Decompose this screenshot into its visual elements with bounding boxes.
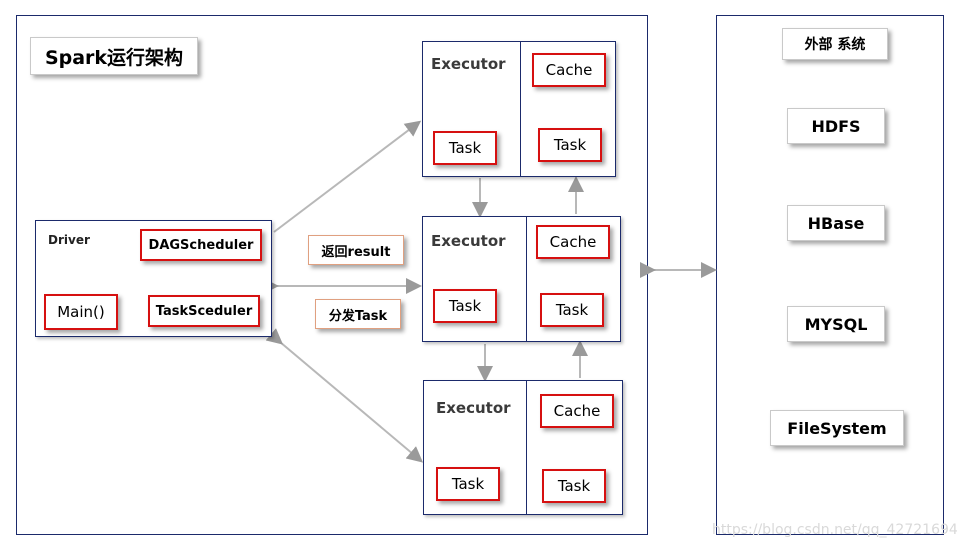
executor-task: Task	[542, 469, 606, 503]
diagram-title: Spark运行架构	[30, 37, 198, 75]
hbase-box: HBase	[787, 205, 885, 241]
arrow-driver-executor-top	[273, 120, 422, 233]
executor-task: Task	[540, 293, 604, 327]
filesystem-box: FileSystem	[770, 410, 904, 446]
executor-cache: Cache	[536, 225, 610, 259]
executor-label: Executor	[436, 399, 511, 417]
external-system-title: 外部 系统	[782, 28, 888, 60]
executor-divider	[520, 42, 521, 176]
executor-label: Executor	[431, 232, 506, 250]
return-result-label: 返回result	[308, 235, 404, 265]
executor-cache: Cache	[540, 394, 614, 428]
watermark-text: https://blog.csdn.net/qq_42721694	[712, 522, 958, 538]
hdfs-box: HDFS	[787, 108, 885, 144]
executor-task: Task	[433, 289, 497, 323]
executor-task: Task	[433, 131, 497, 165]
executor-cache: Cache	[532, 53, 606, 87]
executor-divider	[526, 217, 527, 341]
task-scheduler: TaskSceduler	[148, 295, 260, 327]
arrow-driver-executor-bottom	[265, 328, 424, 463]
dag-scheduler: DAGScheduler	[140, 229, 262, 261]
mysql-box: MYSQL	[787, 306, 885, 342]
executor-label: Executor	[431, 55, 506, 73]
external-system-frame	[716, 15, 944, 535]
executor-task: Task	[538, 128, 602, 162]
executor-task: Task	[436, 467, 500, 501]
driver-label: Driver	[48, 233, 90, 247]
dispatch-task-label: 分发Task	[315, 299, 401, 329]
main-function: Main()	[44, 294, 118, 330]
executor-divider	[526, 381, 527, 514]
